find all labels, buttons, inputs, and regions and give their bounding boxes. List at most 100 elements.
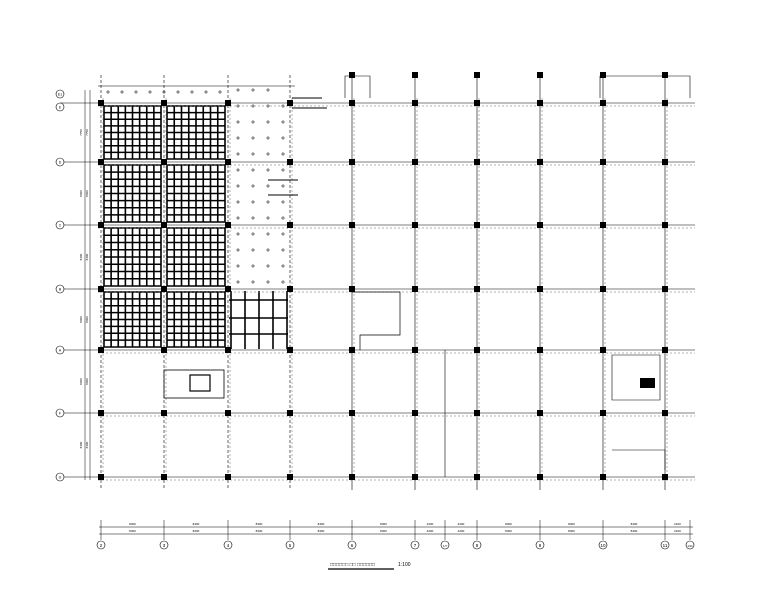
detail-elements [163, 75, 691, 477]
column [600, 222, 606, 228]
plus-mark [236, 248, 240, 252]
column [537, 410, 543, 416]
column [474, 100, 480, 106]
detail-block [640, 378, 655, 388]
column [349, 72, 355, 78]
bay-dimension-label: 8400 [505, 522, 512, 526]
column [600, 347, 606, 353]
plus-mark [281, 200, 285, 204]
column [412, 474, 418, 480]
bay-dimension-label: 8400 [380, 522, 387, 526]
column [412, 159, 418, 165]
column [600, 100, 606, 106]
plus-mark [266, 216, 270, 220]
axis-bubble [472, 540, 482, 550]
column [98, 159, 104, 165]
bay-dimension-label: 8400 [568, 529, 575, 533]
column [474, 159, 480, 165]
column [161, 159, 167, 165]
bay-dimension-label: 8400 [568, 522, 575, 526]
bay-dimension-label: 2100 [674, 522, 681, 526]
columns [98, 72, 668, 480]
row-axis-label: F [59, 412, 61, 416]
column-axis-label: 1/11 [687, 544, 693, 548]
plus-mark [281, 248, 285, 252]
axis-bubble [223, 540, 233, 550]
column [98, 410, 104, 416]
column [161, 100, 167, 106]
bay-dimension-label: 8400 [631, 529, 638, 533]
column [287, 474, 293, 480]
plus-mark [251, 136, 255, 140]
column [161, 222, 167, 228]
column [349, 410, 355, 416]
column [225, 347, 231, 353]
column [662, 100, 668, 106]
column [662, 410, 668, 416]
plus-mark [281, 152, 285, 156]
column [349, 222, 355, 228]
structural-grid-lines [60, 75, 695, 490]
axis-bubble [685, 540, 695, 550]
plus-mark [281, 168, 285, 172]
plus-mark [251, 168, 255, 172]
plus-mark [281, 120, 285, 124]
column [600, 474, 606, 480]
plus-mark [266, 120, 270, 124]
stair-outline [163, 369, 225, 399]
column [225, 286, 231, 292]
row-dimension-label: 8400 [79, 378, 83, 385]
plus-mark [236, 136, 240, 140]
roof-outline [344, 75, 691, 98]
axis-bubble [660, 540, 670, 550]
column [412, 347, 418, 353]
column [412, 286, 418, 292]
plus-mark [236, 88, 240, 92]
column [287, 410, 293, 416]
column [287, 159, 293, 165]
row-axis-label: A [59, 349, 62, 353]
axis-bubble [55, 220, 65, 230]
opening-outline [352, 291, 401, 350]
plus-mark [236, 120, 240, 124]
column [600, 159, 606, 165]
plus-mark [281, 280, 285, 284]
column [98, 347, 104, 353]
column-axis-label: 3 [163, 543, 166, 548]
bay-dimension-label: 4200 [427, 522, 434, 526]
bay-dimension-label: 8400 [631, 522, 638, 526]
column [98, 474, 104, 480]
axis-bubble [55, 102, 65, 112]
column [98, 100, 104, 106]
column [537, 222, 543, 228]
plus-mark [236, 264, 240, 268]
column [161, 286, 167, 292]
column [537, 72, 543, 78]
column [287, 100, 293, 106]
bay-dimension-label: 8400 [318, 522, 325, 526]
rebar-annotation [268, 97, 327, 196]
plus-mark [266, 152, 270, 156]
column-axis-label: 9 [539, 543, 542, 548]
row-dimension-label: 8400 [79, 190, 83, 197]
row-dimension-label: 8400 [79, 253, 83, 260]
row-dimension-label: 8400 [85, 378, 89, 385]
plus-mark [251, 152, 255, 156]
plus-mark [266, 168, 270, 172]
column [225, 159, 231, 165]
column-axis-label: 5 [289, 543, 292, 548]
column-axis-label: 7 [414, 543, 417, 548]
column [349, 159, 355, 165]
column [600, 410, 606, 416]
bay-dimension-label: 8400 [318, 529, 325, 533]
row-dimension-label: 8400 [79, 316, 83, 323]
plus-mark [251, 264, 255, 268]
bay-dimension-label: 8400 [380, 529, 387, 533]
axis-bubble [347, 540, 357, 550]
bay-dimension-label: 8400 [505, 529, 512, 533]
plus-mark [251, 120, 255, 124]
bay-dimension-label: 4200 [458, 522, 465, 526]
plus-mark [281, 232, 285, 236]
column [287, 286, 293, 292]
